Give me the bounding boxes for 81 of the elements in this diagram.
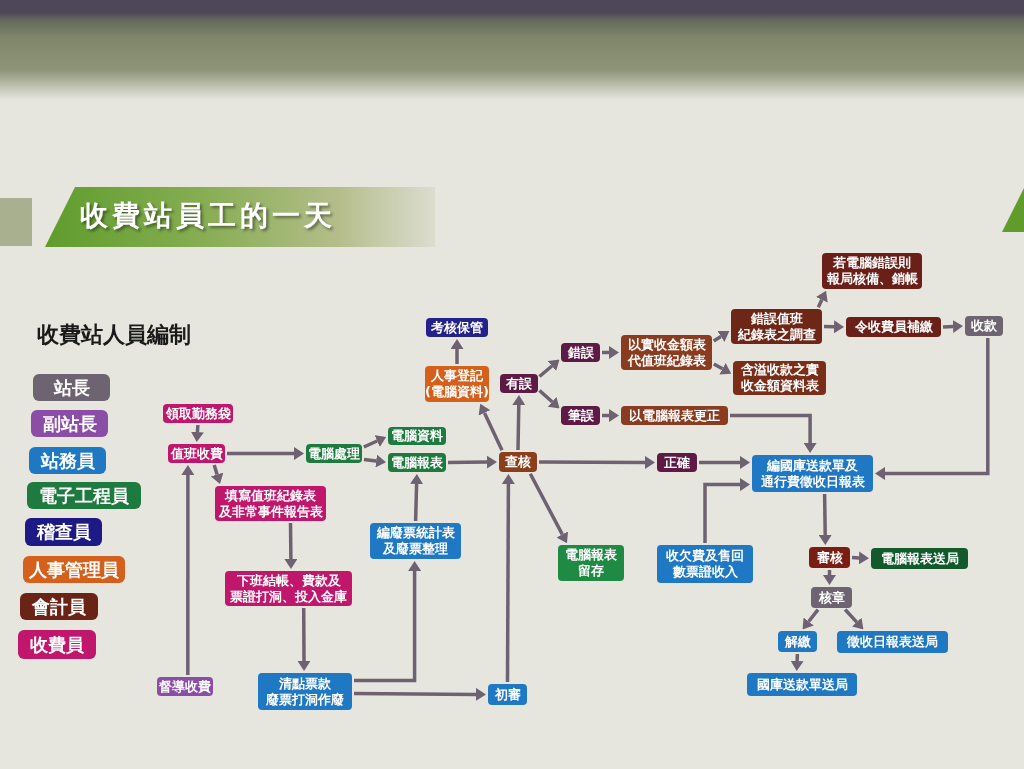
process-box: 電腦報表留存 — [558, 545, 624, 581]
process-box: 電腦報表送局 — [871, 548, 968, 569]
process-box: 若電腦錯誤則報局核備、銷帳 — [822, 253, 922, 289]
process-box: 編國庫送款單及通行費徵收日報表 — [752, 455, 873, 492]
arrow — [703, 478, 750, 543]
arrow — [538, 389, 560, 409]
process-box: 錯誤 — [561, 343, 600, 362]
process-box: 電腦報表 — [388, 453, 446, 472]
process-box: 初審 — [488, 684, 527, 705]
arrow — [815, 290, 828, 308]
arrow — [602, 346, 619, 359]
process-box: 有誤 — [500, 374, 538, 393]
arrow — [802, 608, 820, 630]
legend-item: 會計員 — [20, 593, 98, 620]
arrow — [528, 473, 569, 544]
process-box: 正確 — [657, 453, 697, 472]
arrow — [539, 456, 655, 469]
process-box: 清點票款廢票打洞作廢 — [258, 673, 352, 710]
process-box: 督導收費 — [157, 677, 213, 696]
arrow — [478, 403, 504, 451]
arrow — [602, 409, 619, 422]
process-box: 解繳 — [778, 631, 817, 652]
process-box: 審核 — [809, 547, 850, 568]
process-box: 筆誤 — [561, 406, 600, 425]
arrow — [512, 395, 526, 451]
process-box: 以實收金額表代值班紀錄表 — [621, 335, 712, 370]
legend-item: 站長 — [33, 374, 110, 401]
legend-item: 稽查員 — [25, 518, 102, 546]
title: 收費站員工的一天 — [80, 199, 336, 233]
arrow — [354, 561, 422, 683]
arrow — [210, 464, 224, 485]
process-box: 含溢收款之實收金額資料表 — [733, 361, 826, 395]
arrow — [712, 362, 732, 375]
process-box: 填寫值班紀錄表及非常事件報告表 — [215, 486, 326, 521]
process-box: 編廢票統計表及廢票整理 — [370, 523, 461, 559]
arrow — [363, 435, 387, 449]
legend-item: 副站長 — [31, 410, 108, 437]
arrow — [410, 474, 424, 522]
arrow — [501, 474, 515, 682]
arrow — [712, 330, 730, 343]
arrow — [699, 455, 750, 469]
process-box: 電腦處理 — [306, 444, 362, 463]
arrow — [363, 454, 386, 468]
process-box: 電腦資料 — [388, 427, 446, 445]
arrow — [450, 339, 464, 364]
arrow — [227, 447, 304, 460]
process-box: 錯誤值班紀錄表之調查 — [731, 309, 822, 344]
process-box: 徵收日報表送局 — [837, 631, 948, 653]
arrow — [818, 493, 832, 545]
process-box: 考核保管 — [426, 318, 488, 337]
arrow — [538, 359, 560, 378]
process-box: 以電腦報表更正 — [621, 406, 728, 425]
arrow — [297, 608, 311, 671]
arrow — [843, 608, 864, 630]
process-box: 領取勤務袋 — [163, 404, 233, 423]
process-box: 核章 — [811, 587, 852, 608]
arrow — [730, 413, 817, 453]
legend-item: 電子工程員 — [27, 482, 141, 509]
process-box: 收款 — [965, 316, 1003, 336]
arrow — [875, 338, 990, 480]
legend-item: 人事管理員 — [23, 556, 125, 583]
process-box: 值班收費 — [168, 444, 225, 463]
arrow — [823, 570, 836, 585]
arrow — [790, 653, 804, 671]
arrow — [284, 523, 298, 569]
legend-heading: 收費站人員編制 — [37, 321, 191, 349]
arrow — [851, 551, 869, 565]
process-box: 令收費員補繳 — [846, 317, 941, 337]
arrow — [354, 687, 486, 701]
arrow — [942, 320, 963, 333]
legend-item: 站務員 — [29, 447, 106, 474]
process-box: 查核 — [499, 452, 537, 472]
arrow — [181, 465, 195, 675]
process-box: 人事登記(電腦資料) — [425, 366, 489, 402]
arrow — [448, 455, 497, 469]
process-box: 下班結帳、費款及票證打洞、投入金庫 — [225, 571, 352, 606]
arrow — [823, 320, 844, 334]
legend-item: 收費員 — [18, 630, 96, 659]
process-box: 收欠費及售回數票證收入 — [657, 545, 753, 583]
process-box: 國庫送款單送局 — [747, 673, 857, 696]
arrow — [190, 424, 204, 442]
